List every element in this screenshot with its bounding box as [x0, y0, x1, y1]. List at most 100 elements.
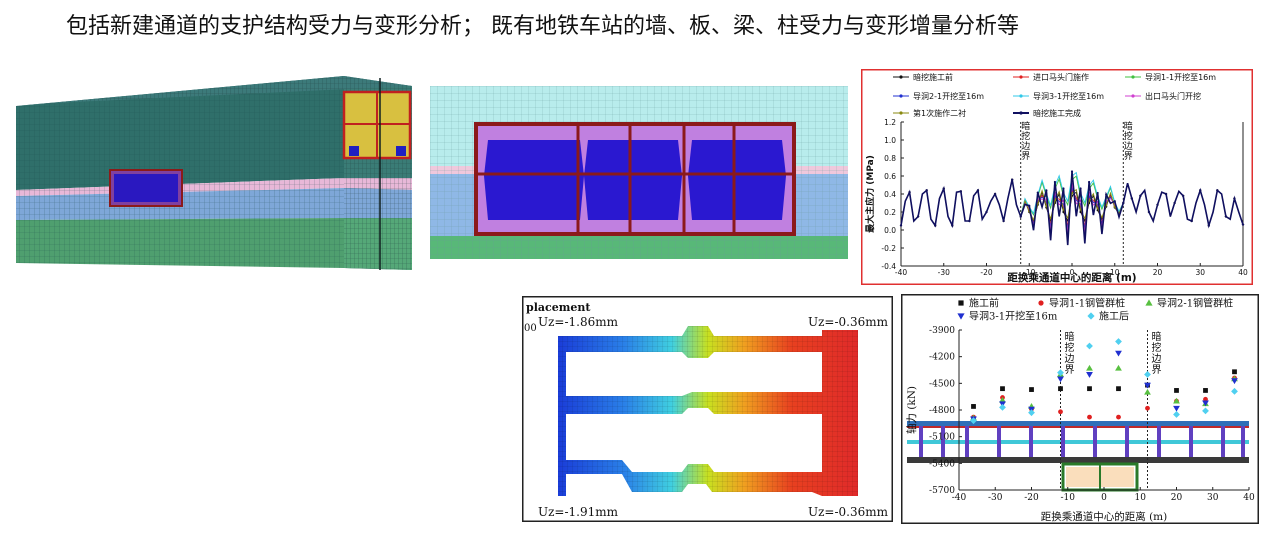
series-point [1139, 194, 1142, 197]
boundary-label: 挖 [1065, 341, 1075, 354]
model-3d-image [16, 76, 412, 270]
station-column [1157, 426, 1161, 457]
legend-label: 暗挖施工前 [913, 72, 953, 82]
y-tick-label: -0.2 [881, 244, 896, 253]
x-tick-label: 0 [1070, 268, 1075, 277]
data-point-1 [1203, 388, 1208, 393]
x-tick-label: -20 [980, 268, 992, 277]
legend-marker [1019, 75, 1023, 79]
legend-label: 导洞2-1钢管群桩 [1157, 297, 1233, 310]
series-point [1036, 191, 1039, 194]
chart-plot-area [899, 170, 1245, 246]
series-point [1156, 203, 1159, 206]
displacement-label-top-left: Uz=-1.86mm [538, 315, 619, 329]
legend-label: 导洞3-1开挖至16m [969, 310, 1058, 323]
y-tick-label: -4200 [929, 353, 955, 363]
series-point [899, 224, 903, 227]
displacement-contour: placement 00 Uz=-1.86mm Uz=-0.36mm Uz=-1… [522, 296, 893, 522]
series-point [1224, 215, 1227, 218]
x-tick-label: 40 [1238, 268, 1248, 277]
boundary-label: 界 [1152, 364, 1162, 376]
legend-label: 导洞1-1钢管群桩 [1049, 297, 1125, 310]
data-point-1 [1000, 386, 1005, 392]
data-point-4 [1173, 405, 1180, 412]
data-point-4 [1115, 350, 1122, 357]
legend-label: 施工后 [1099, 310, 1129, 323]
x-tick-label: 10 [1135, 493, 1147, 503]
x-tick-label: -30 [938, 268, 950, 277]
section-2d-panel [430, 86, 848, 259]
x-tick-label: 20 [1171, 493, 1183, 503]
data-point-3 [999, 396, 1006, 403]
series-point [1122, 201, 1125, 205]
x-tick-label: 30 [1207, 493, 1219, 503]
legend-label: 进口马头门施作 [1033, 72, 1089, 82]
x-tick-label: 20 [1153, 268, 1163, 277]
data-point-1 [1029, 387, 1034, 392]
data-point-5 [1115, 338, 1122, 345]
x-axis-label: 距换乘通道中心的距离 (m) [1007, 271, 1136, 284]
series-point [993, 192, 997, 196]
x-tick-label: -20 [1024, 493, 1039, 503]
series-point [934, 224, 937, 227]
chart-axes: -3900-4200-4500-4800-5100-5400-5700-40-3… [905, 326, 1255, 523]
x-tick-label: 0 [1101, 493, 1107, 503]
series-point [917, 215, 920, 218]
station-slab-top [907, 421, 1249, 426]
legend-label: 出口马头门开挖 [1145, 91, 1201, 101]
page-title: 包括新建通道的支护结构受力与变形分析； 既有地铁车站的墙、板、梁、柱受力与变形增… [66, 14, 1019, 39]
data-point-3 [1115, 364, 1122, 371]
data-point-5 [1231, 387, 1238, 395]
series-point [1105, 193, 1108, 196]
displacement-label-bottom-right: Uz=-0.36mm [808, 505, 889, 519]
data-point-5 [1028, 409, 1035, 417]
station-column [1029, 426, 1033, 457]
series-point [1113, 200, 1116, 203]
station-column [941, 426, 945, 457]
data-point-5 [1202, 407, 1209, 415]
x-tick-label: 40 [1243, 493, 1255, 503]
series-point [1207, 224, 1210, 227]
displacement-heading: placement [526, 301, 591, 314]
series-point [1045, 189, 1048, 192]
y-tick-label: 0.6 [884, 172, 896, 181]
data-point-5 [1057, 369, 1064, 377]
station-column [1221, 426, 1225, 457]
series-point [1028, 204, 1031, 207]
data-point-4 [1231, 378, 1238, 385]
model-3d-panel [14, 58, 418, 288]
series-point [1096, 207, 1099, 210]
chart-frame [901, 294, 1259, 524]
legend-marker [957, 313, 965, 320]
data-point-1 [1174, 388, 1179, 393]
chart-axes: -0.4-0.20.00.20.40.60.81.01.2-40-30-20-1… [864, 118, 1248, 284]
series-point [1147, 210, 1151, 214]
series-point [908, 191, 911, 194]
series-point [1070, 170, 1074, 173]
data-point-2 [1087, 414, 1092, 420]
series-point [1062, 187, 1065, 190]
y-tick-label: 0.4 [884, 190, 896, 199]
series-point [1241, 223, 1245, 226]
section-2d-image [430, 86, 848, 259]
data-point-3 [1173, 397, 1180, 404]
chart-frame [861, 69, 1253, 285]
station-column [1125, 426, 1129, 457]
displacement-corner-label: 00 [524, 323, 537, 334]
y-tick-label: -3900 [929, 326, 955, 336]
series-point [1088, 180, 1091, 184]
series-point [1233, 197, 1236, 200]
legend-label: 导洞2-1开挖至16m [913, 91, 984, 101]
chart-plot-area [970, 338, 1238, 425]
y-axis-label: 轴力 (kN) [905, 386, 918, 434]
series-point [1079, 187, 1082, 190]
boundary-label: 界 [1065, 364, 1075, 376]
legend-marker [1131, 94, 1135, 98]
boundary-label: 暗 [1124, 120, 1133, 132]
data-point-3 [1086, 364, 1093, 371]
series-point [1096, 191, 1099, 195]
